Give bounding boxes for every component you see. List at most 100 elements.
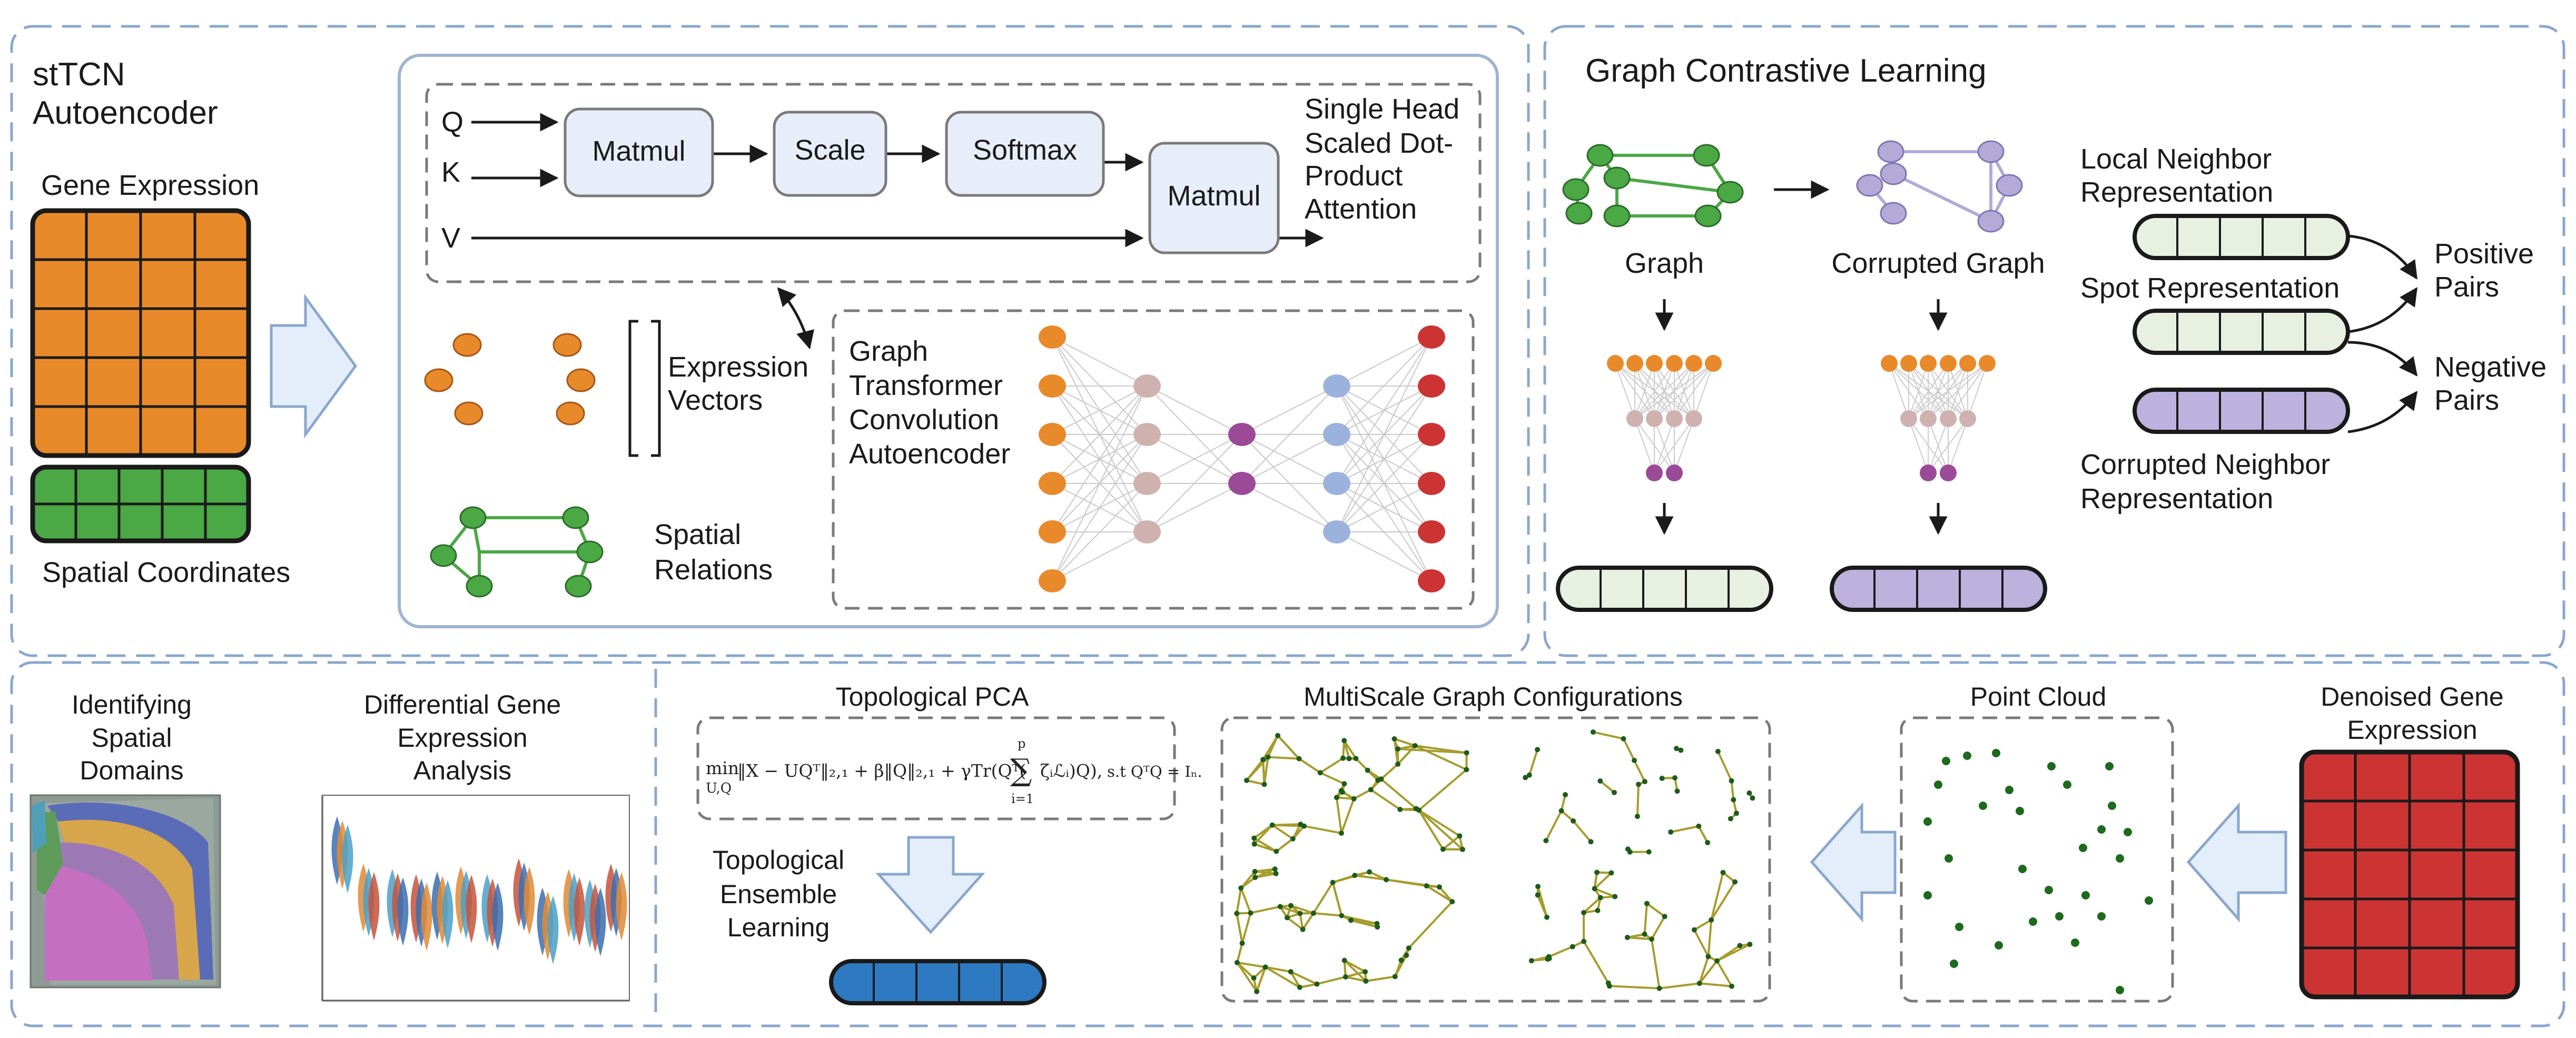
dense-graph-node (1297, 911, 1303, 916)
sparse-graph-node (1646, 849, 1652, 855)
sparse-graph-edge (1717, 751, 1733, 782)
medium-graph-edge (1659, 982, 1700, 990)
dense-graph-node (1464, 750, 1469, 756)
gtca-edge (1336, 483, 1432, 532)
sparse-graph-edge (1560, 794, 1566, 812)
medium-graph-node (1747, 942, 1753, 947)
medium-graph-node (1644, 901, 1650, 906)
encoder-edge (1654, 418, 1675, 473)
dense-graph-node (1378, 776, 1384, 782)
svg-text:Identifying: Identifying (72, 690, 192, 719)
dense-graph-edge (1335, 797, 1343, 834)
point (1923, 891, 1932, 899)
medium-graph-edge (1593, 872, 1598, 889)
point (2071, 938, 2079, 947)
dense-graph-edge (1397, 745, 1416, 765)
dense-graph-node (1265, 754, 1271, 760)
local-neighbor-bar (2133, 214, 2350, 260)
left-arrow-icon-1 (1810, 802, 1897, 923)
input-arrow-icon (270, 293, 358, 439)
medium-graph-edge (1651, 916, 1666, 940)
dense-graph-edge (1418, 809, 1464, 851)
differential-title: Differential Gene Expression Analysis (364, 690, 561, 785)
medium-graph-node (1544, 914, 1549, 920)
encoder-node (1646, 410, 1663, 427)
dense-graph-node (1395, 746, 1401, 752)
medium-graph-edge (1643, 903, 1648, 935)
svg-text:Analysis: Analysis (413, 756, 511, 785)
spatial-coordinates-label: Spatial Coordinates (42, 557, 290, 588)
sparse-graph-edge (1636, 784, 1640, 817)
svg-text:min: min (706, 758, 739, 778)
point (1945, 854, 1953, 863)
medium-graph-node (1624, 935, 1630, 941)
dense-graph-edge (1236, 962, 1255, 979)
dense-graph-edge (1414, 745, 1467, 771)
gtca-node (1039, 325, 1066, 349)
encoder-edge (1634, 363, 1655, 419)
sparse-graph-node (1563, 792, 1568, 798)
svg-text:‖X − UQᵀ‖₂,₁ + β‖Q‖₂,₁ + γTr(Q: ‖X − UQᵀ‖₂,₁ + β‖Q‖₂,₁ + γTr(Qᵀ( (737, 760, 1026, 781)
point (1955, 923, 1963, 931)
dense-graph-node (1436, 884, 1442, 890)
transformer-panel (398, 54, 1499, 628)
multiscale-graphs (1234, 729, 1755, 994)
sparse-graph-node (1746, 790, 1752, 796)
encoder-node (1940, 464, 1957, 481)
medium-graph-edge (1710, 881, 1736, 921)
gtca-node (1039, 569, 1066, 592)
dense-graph-node (1464, 767, 1469, 773)
downstream-panel (10, 661, 2565, 1027)
sparse-graph-node (1715, 748, 1721, 754)
encoder-node (1646, 355, 1663, 372)
negative-arrow-lower (2347, 391, 2418, 433)
sparse-graph-node (1558, 808, 1564, 814)
sparse-graph-edge (1697, 825, 1709, 843)
dense-graph-node (1457, 833, 1463, 839)
encoder-node (1979, 355, 1996, 372)
encoder-edge (1948, 363, 1988, 419)
dense-graph-edge (1246, 779, 1265, 786)
svg-text:i=1: i=1 (1011, 792, 1034, 806)
gtca-edge (1052, 337, 1148, 387)
svg-text:Graph: Graph (849, 335, 928, 367)
differential-expression-plot (321, 795, 630, 1002)
gtca-network (1039, 325, 1445, 592)
dense-graph-node (1243, 777, 1249, 783)
medium-graph-node (1608, 870, 1614, 876)
dense-graph-edge (1367, 769, 1382, 780)
dense-graph-node (1406, 945, 1412, 951)
dense-graph-edge (1355, 757, 1369, 772)
matmul-label-2: Matmul (1167, 180, 1260, 212)
dense-graph-node (1353, 756, 1359, 762)
dense-graph-edge (1299, 983, 1317, 988)
dense-graph-edge (1272, 823, 1301, 826)
medium-graph-edge (1698, 956, 1710, 984)
dense-graph-node (1297, 984, 1302, 990)
dense-graph-node (1375, 924, 1380, 930)
graph-encoder-network (1607, 355, 1722, 481)
point (1923, 817, 1932, 826)
medium-graph-node (1642, 931, 1647, 937)
dense-graph-edge (1332, 874, 1355, 884)
svg-text:Ensemble: Ensemble (720, 879, 837, 909)
point (2045, 886, 2053, 894)
encoder-edge (1908, 363, 1988, 419)
dense-graph-edge (1253, 966, 1266, 979)
dense-graph-node (1459, 846, 1465, 852)
dense-graph-edge (1380, 763, 1399, 780)
point (1963, 752, 1971, 760)
medium-graph-edge (1594, 887, 1615, 898)
medium-graph-node (1691, 927, 1697, 933)
dense-graph-edge (1254, 824, 1274, 845)
svg-text:Product: Product (1305, 160, 1403, 192)
dense-graph-node (1298, 822, 1304, 827)
encoder-node (1666, 410, 1683, 427)
dense-graph-node (1272, 866, 1278, 872)
gtca-edge (1336, 337, 1432, 484)
gtca-node (1418, 472, 1445, 495)
encoder-edge (1674, 363, 1714, 419)
svg-text:∑: ∑ (1010, 752, 1032, 788)
local-neighbor-line1: Local Neighbor (2080, 143, 2272, 175)
expression-vectors-line1: Expression (668, 351, 808, 383)
